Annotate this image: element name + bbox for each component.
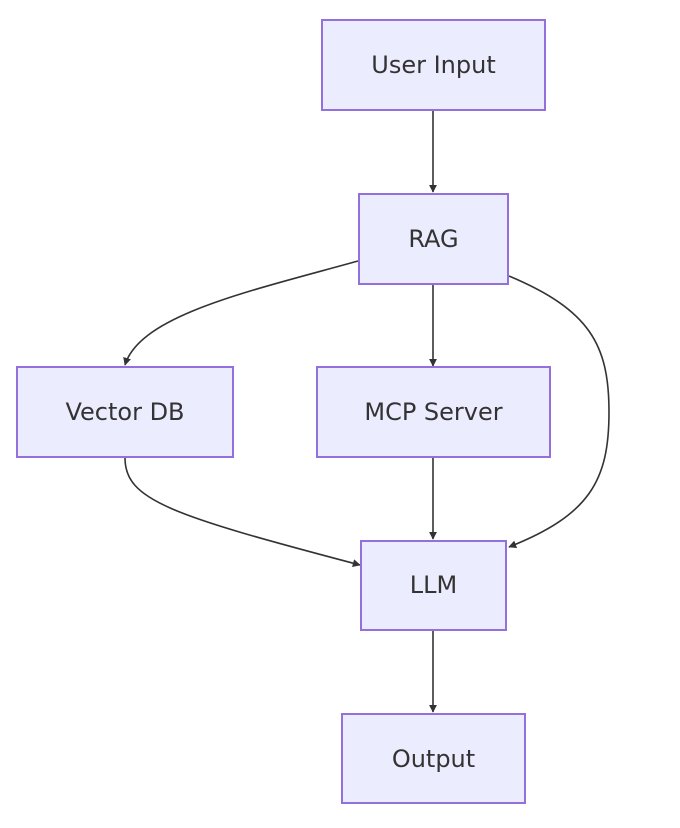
edge-rag-to-llm	[508, 275, 610, 549]
node-rag: RAG	[358, 193, 509, 285]
node-rag-label: RAG	[408, 225, 458, 253]
node-mcp-server: MCP Server	[316, 366, 551, 458]
node-llm: LLM	[360, 540, 507, 631]
edge-vector-db-to-llm	[124, 457, 361, 568]
node-user-input: User Input	[321, 19, 546, 111]
node-mcp-server-label: MCP Server	[364, 398, 502, 426]
node-user-input-label: User Input	[371, 51, 495, 79]
node-vector-db: Vector DB	[16, 366, 234, 458]
node-vector-db-label: Vector DB	[65, 398, 184, 426]
node-output: Output	[341, 713, 526, 804]
edges	[123, 110, 610, 713]
edge-rag-to-vector-db	[123, 260, 359, 366]
node-llm-label: LLM	[410, 571, 457, 599]
node-output-label: Output	[392, 745, 475, 773]
